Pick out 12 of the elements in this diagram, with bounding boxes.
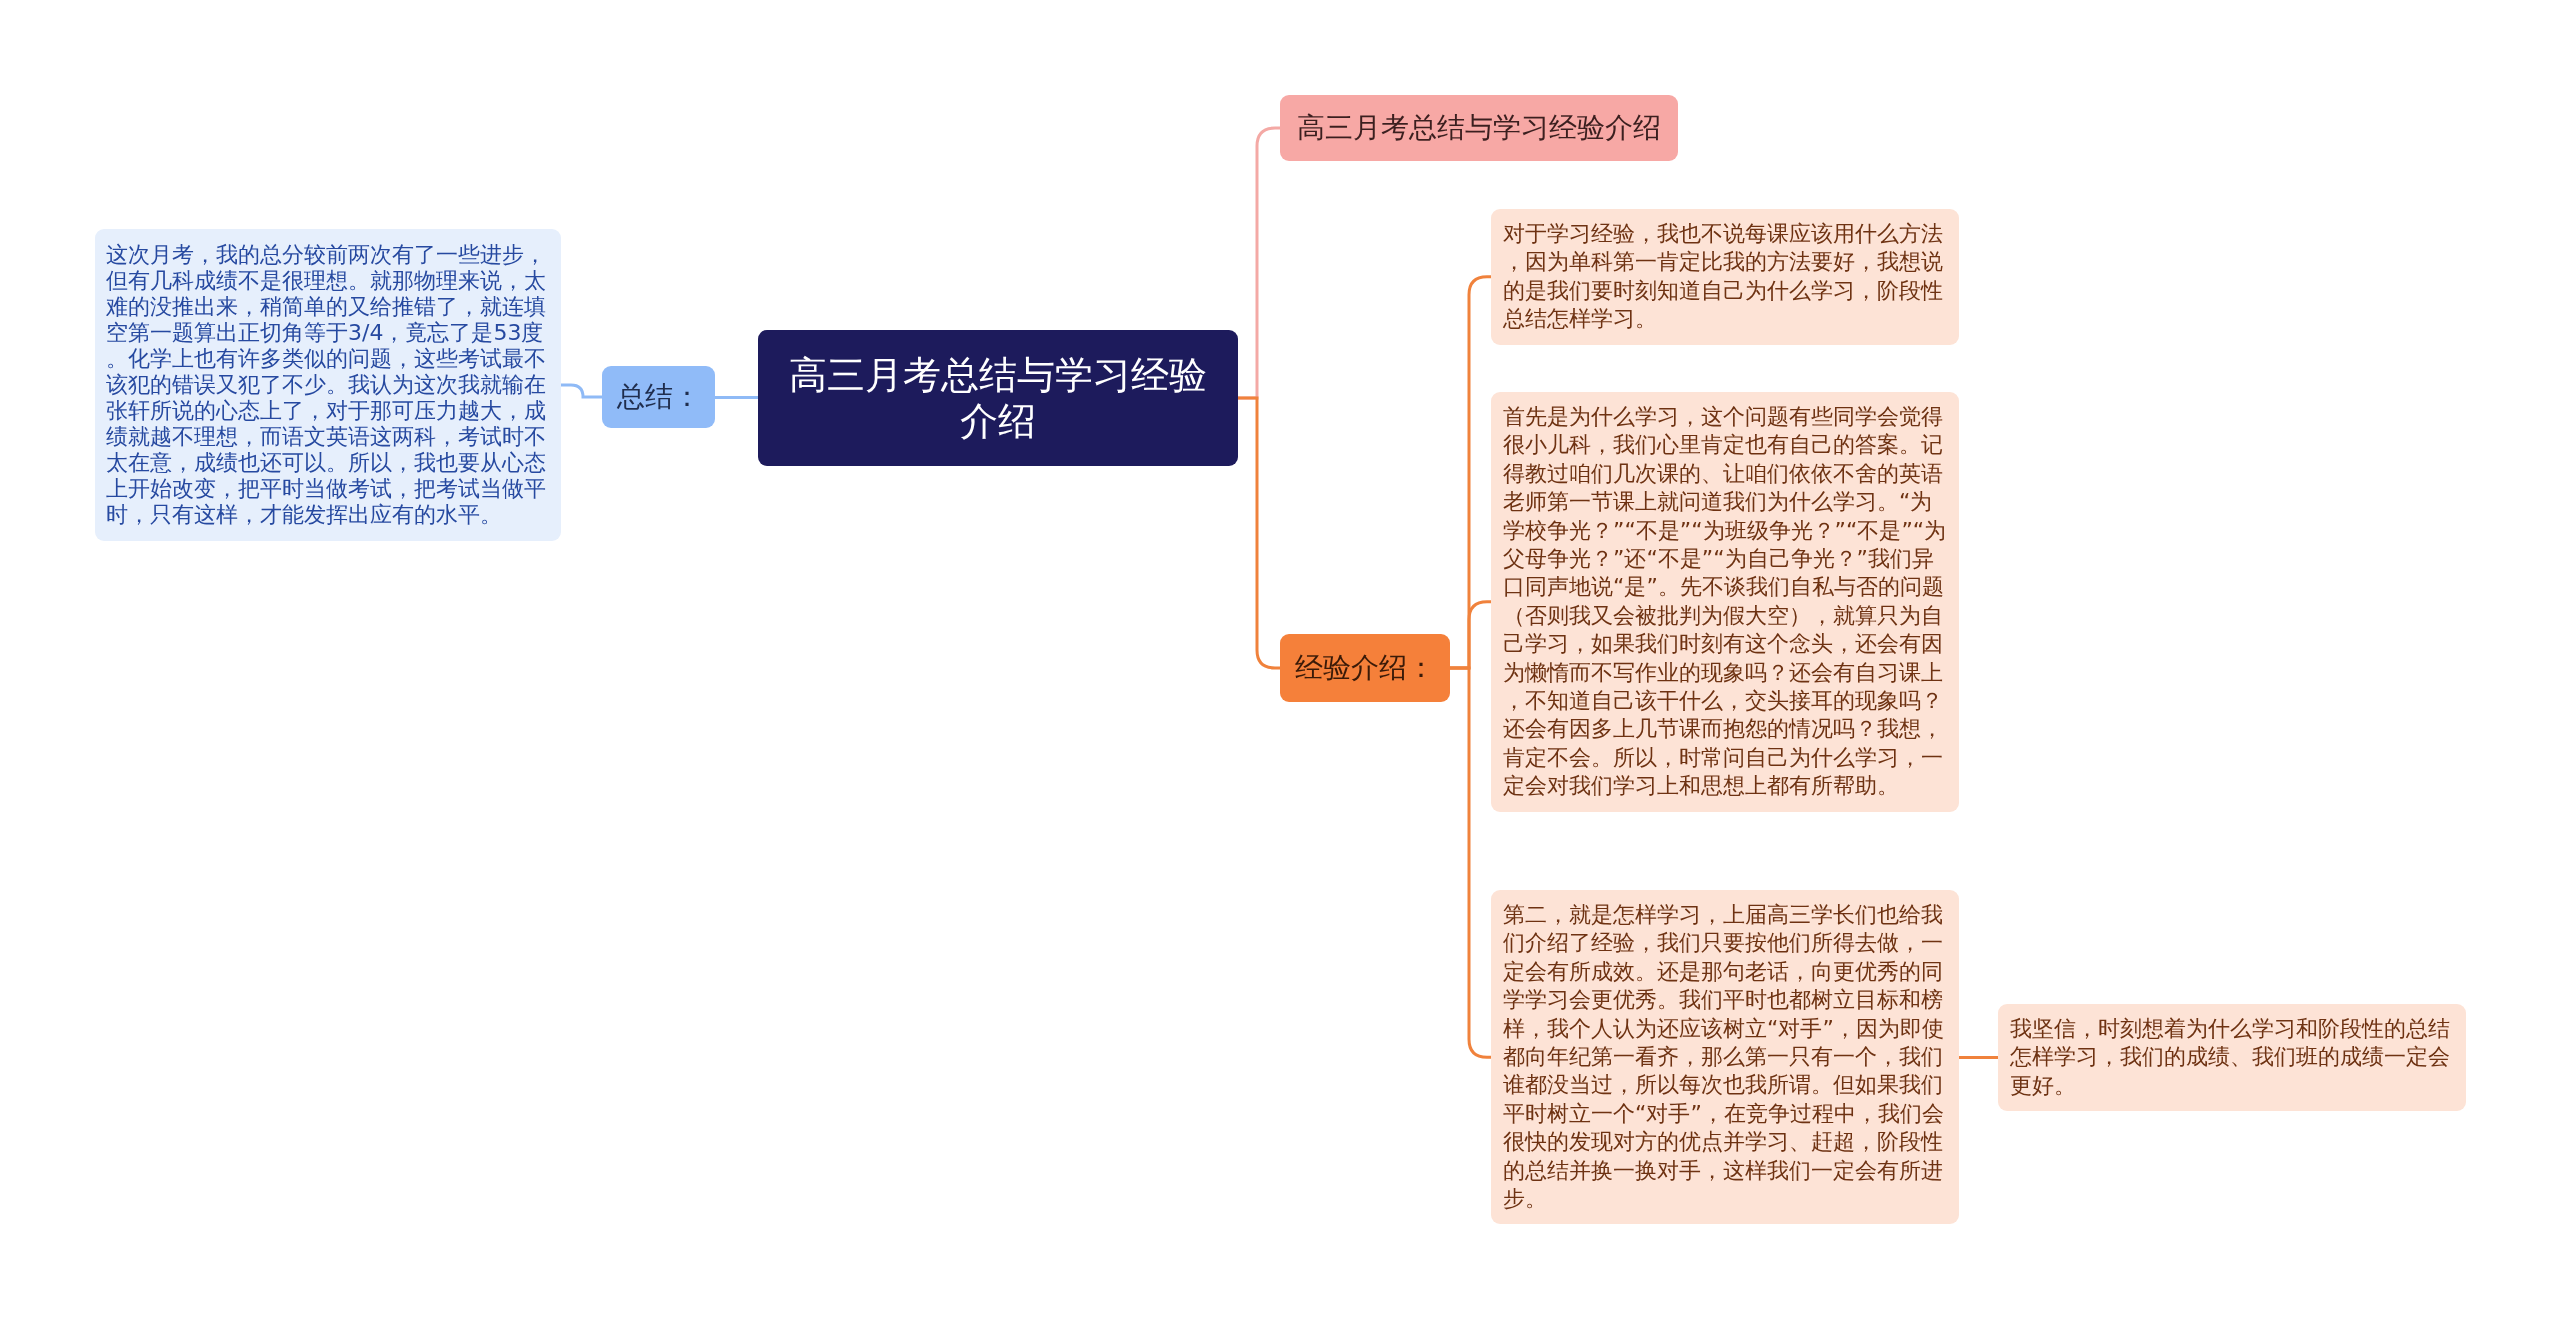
note-box: 对于学习经验，我也不说每课应该用什么方法，因为单科第一肯定比我的方法要好，我想说的是我们要时刻知道自己为什么学习，阶段性总结怎样学习。 [1491,209,1959,345]
central-topic-box: 高三月考总结与学习经验介绍 [758,330,1238,466]
note-box: 我坚信，时刻想着为什么学习和阶段性的总结怎样学习，我们的成绩、我们班的成绩一定会更好。 [1998,1004,2466,1112]
topic-box: 高三月考总结与学习经验介绍 [1280,95,1678,161]
branch-topic-box: 总结： [602,366,715,428]
note-box: 第二，就是怎样学习，上届高三学长们也给我们介绍了经验，我们只要按他们所得去做，一定会有所成效。还是那句老话，向更优秀的同学学习会更优秀。我们平时也都树立目标和榜样，我个人认为还应该树立“对手”，因为即使都向年纪第一看齐，那么第一只有一个，我们谁都没当过，所以每次也我所谓。但如果我们平时树立一个“对手”，在竞争过程中，我们会很快的发现对方的优点并学习、赶超，阶段性的总结并换一换对手，这样我们一定会有所进步。 [1491,890,1959,1225]
connector-line [715,396,758,399]
connector-line [561,383,602,399]
note-box: 这次月考，我的总分较前两次有了一些进步，但有几科成绩不是很理想。就那物理来说，太难的没推出来，稍简单的又给推错了，就连填空第一题算出正切角等于3/4，竟忘了是53度。化学上也有许多类似的问题，这些考试最不该犯的错误又犯了不少。我认为这次我就输在张轩所说的心态上了，对于那可压力越大，成绩就越不理想，而语文英语这两科，考试时不太在意，成绩也还可以。所以，我也要从心态上开始改变，把平时当做考试，把考试当做平时，只有这样，才能发挥出应有的水平。 [95,229,561,541]
note-box: 首先是为什么学习，这个问题有些同学会觉得很小儿科，我们心里肯定也有自己的答案。记得教过咱们几次课的、让咱们依依不舍的英语老师第一节课上就问道我们为什么学习。“为学校争光？”“不是”“为班级争光？”“不是”“为父母争光？”还“不是”“为自己争光？”我们异口同声地说“是”。先不谈我们自私与否的问题（否则我又会被批判为假大空），就算只为自己学习，如果我们时刻有这个念头，还会有因为懒惰而不写作业的现象吗？还会有自习课上，不知道自己该干什么，交头接耳的现象吗？还会有因多上几节课而抱怨的情况吗？我想，肯定不会。所以，时常问自己为什么学习，一定会对我们学习上和思想上都有所帮助。 [1491,392,1959,812]
connector-line [1959,1055,1998,1059]
branch-topic-box: 经验介绍： [1280,634,1450,702]
